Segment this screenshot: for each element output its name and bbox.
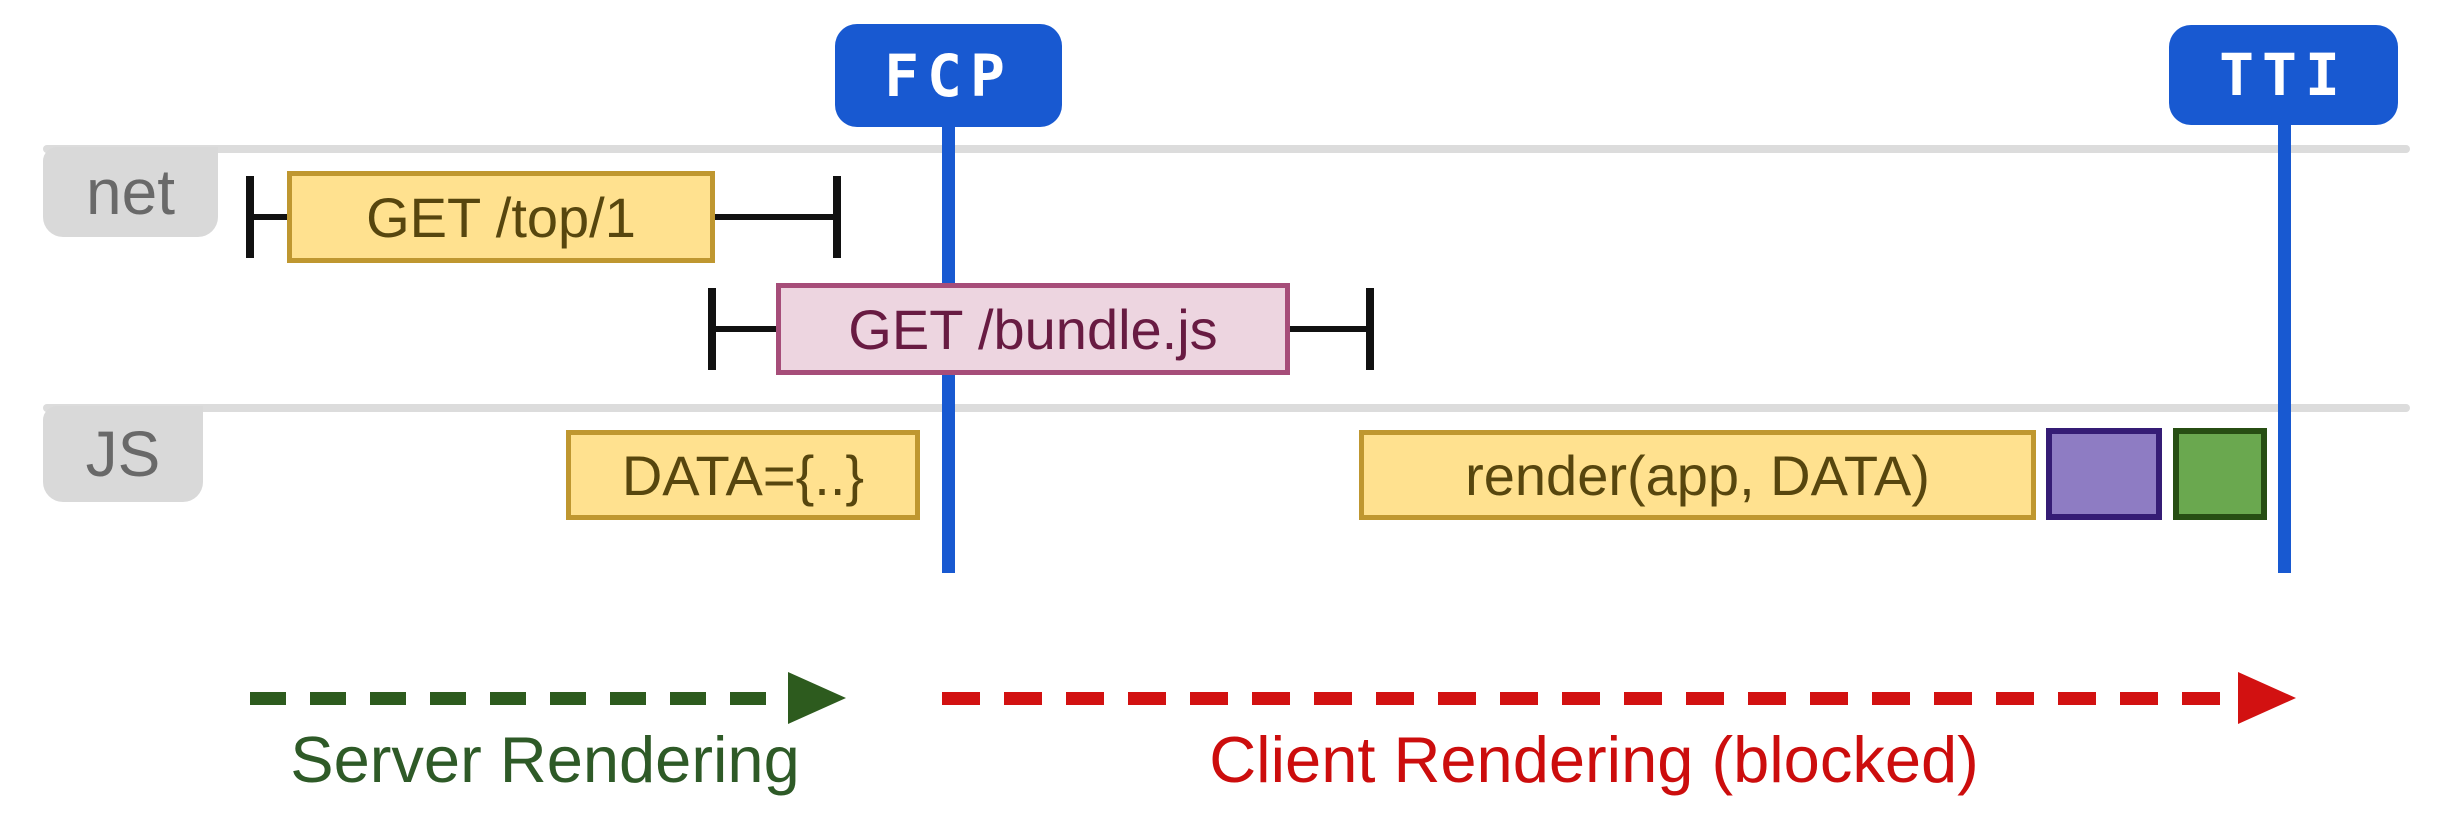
server-rendering-label: Server Rendering (290, 723, 800, 796)
request-top1-end-connector (715, 214, 833, 220)
js-task-render-box: render(app, DATA) (1359, 430, 2036, 520)
client-rendering-arrowhead-icon (2238, 672, 2296, 724)
js-task-data-box: DATA={..} (566, 430, 920, 520)
client-rendering-label: Client Rendering (blocked) (1209, 723, 1979, 796)
js-lane-rail (43, 404, 2410, 412)
client-rendering-arrow-line (942, 692, 2238, 705)
request-bundle-box: GET /bundle.js (776, 283, 1290, 375)
js-task-purple-box (2046, 428, 2162, 520)
lane-tab-net: net (43, 147, 218, 237)
js-task-green-box (2173, 428, 2267, 520)
net-lane-label: net (86, 156, 175, 228)
tti-badge: TTI (2169, 25, 2398, 125)
server-rendering-arrow-line (250, 692, 788, 705)
request-top1-start-tick (246, 176, 254, 258)
request-bundle-end-tick (1366, 288, 1374, 370)
request-bundle-start-connector (716, 326, 776, 332)
request-top1-box: GET /top/1 (287, 171, 715, 263)
request-bundle-start-tick (708, 288, 716, 370)
net-lane-rail (43, 145, 2410, 153)
request-bundle-end-connector (1290, 326, 1366, 332)
server-rendering-arrowhead-icon (788, 672, 846, 724)
js-lane-label: JS (85, 418, 161, 490)
fcp-badge: FCP (835, 24, 1062, 127)
tti-marker-line (2278, 120, 2291, 573)
request-top1-start-connector (254, 214, 287, 220)
lane-tab-js: JS (43, 406, 203, 502)
request-top1-end-tick (833, 176, 841, 258)
